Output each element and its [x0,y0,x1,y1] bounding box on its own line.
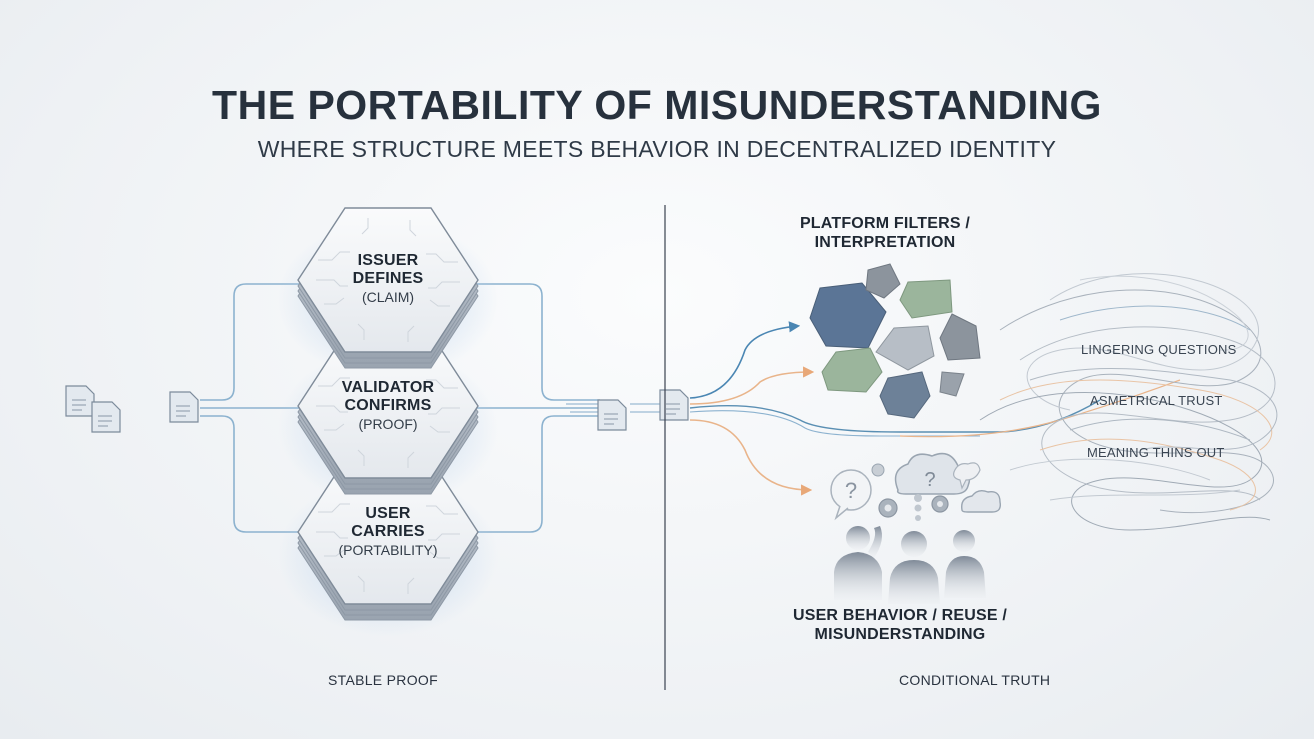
hex-issuer [297,207,479,369]
arrow-to-platform-orange [689,366,815,405]
shard-gray-small [939,371,965,397]
note-meaning-thins-out: MEANING THINS OUT [1087,445,1225,460]
hex-user-sub: (PORTABILITY) [338,542,438,558]
footer-conditional-truth: CONDITIONAL TRUTH [899,672,1051,688]
behavior-heading: USER BEHAVIOR / REUSE / MISUNDERSTANDING [770,606,1030,644]
arrow-to-platform [689,321,801,399]
cloud-icon [961,489,1002,513]
question-bubble-left [830,469,872,511]
long-line-blue-2 [689,410,980,437]
hex-validator-line1: VALIDATOR [341,379,435,396]
person-center-body [888,560,940,604]
shard-gray-mid [875,325,935,371]
footer-stable-proof: STABLE PROOF [328,672,438,688]
behavior-heading-line1: USER BEHAVIOR / REUSE / [792,607,1008,624]
hex-validator-sub: (PROOF) [358,416,418,432]
question-mark-icon: ? [845,478,857,503]
doc-icon-1 [65,385,95,417]
tangled-wisps [979,273,1278,531]
document-icons [65,385,689,433]
hex-issuer-line1: ISSUER [357,252,419,269]
hex-user [297,459,479,621]
note-lingering-questions: LINGERING QUESTIONS [1081,342,1237,357]
hex-label-issuer: ISSUER DEFINES (CLAIM) [298,252,478,306]
speech-bubble-icon [953,462,981,490]
right-connectors [476,283,600,533]
hex-issuer-face [297,207,479,353]
platform-heading-line1: PLATFORM FILTERS / [799,215,971,232]
hex-label-validator: VALIDATOR CONFIRMS (PROOF) [298,379,478,433]
platform-heading: PLATFORM FILTERS / INTERPRETATION [760,214,1010,252]
platform-shards [809,263,981,419]
arrow-to-users [689,419,813,496]
doc-icon-4 [597,399,627,431]
hex-issuer-sub: (CLAIM) [361,289,415,305]
shard-green-bottom [821,347,883,393]
shard-green-top [899,279,953,319]
note-asymmetrical-trust: ASMETRICAL TRUST [1090,393,1223,408]
person-left-head [846,526,870,550]
hex-issuer-line2: DEFINES [352,270,424,287]
page-title: THE PORTABILITY OF MISUNDERSTANDING [212,82,1102,128]
shard-gray-top [865,263,901,299]
hex-validator-line2: CONFIRMS [344,397,432,414]
person-left-body [834,552,882,600]
doc-icon-3 [169,391,199,423]
shard-blue-bottom [879,371,931,419]
hex-user-line1: USER [365,505,411,522]
behavior-heading-line2: MISUNDERSTANDING [814,626,986,643]
thought-cluster: ? ? [830,452,1002,521]
shard-gray-right [939,313,981,361]
hex-issuer-circuit [316,218,460,342]
person-center-head [901,531,927,557]
person-right-head [953,530,975,552]
page-subtitle: WHERE STRUCTURE MEETS BEHAVIOR IN DECENT… [257,136,1057,162]
svg-text:?: ? [924,469,935,491]
hex-validator [297,333,479,495]
doc-icon-5 [659,389,689,421]
platform-heading-line2: INTERPRETATION [814,234,956,251]
center-flow-lines [566,403,660,413]
people-silhouettes [834,526,986,604]
person-right-body [944,556,986,598]
hex-user-line2: CARRIES [351,523,425,540]
doc-icon-2 [91,401,121,433]
hex-label-user: USER CARRIES (PORTABILITY) [298,505,478,559]
hex-tiles [297,207,479,621]
flow-arrows [689,321,1181,496]
